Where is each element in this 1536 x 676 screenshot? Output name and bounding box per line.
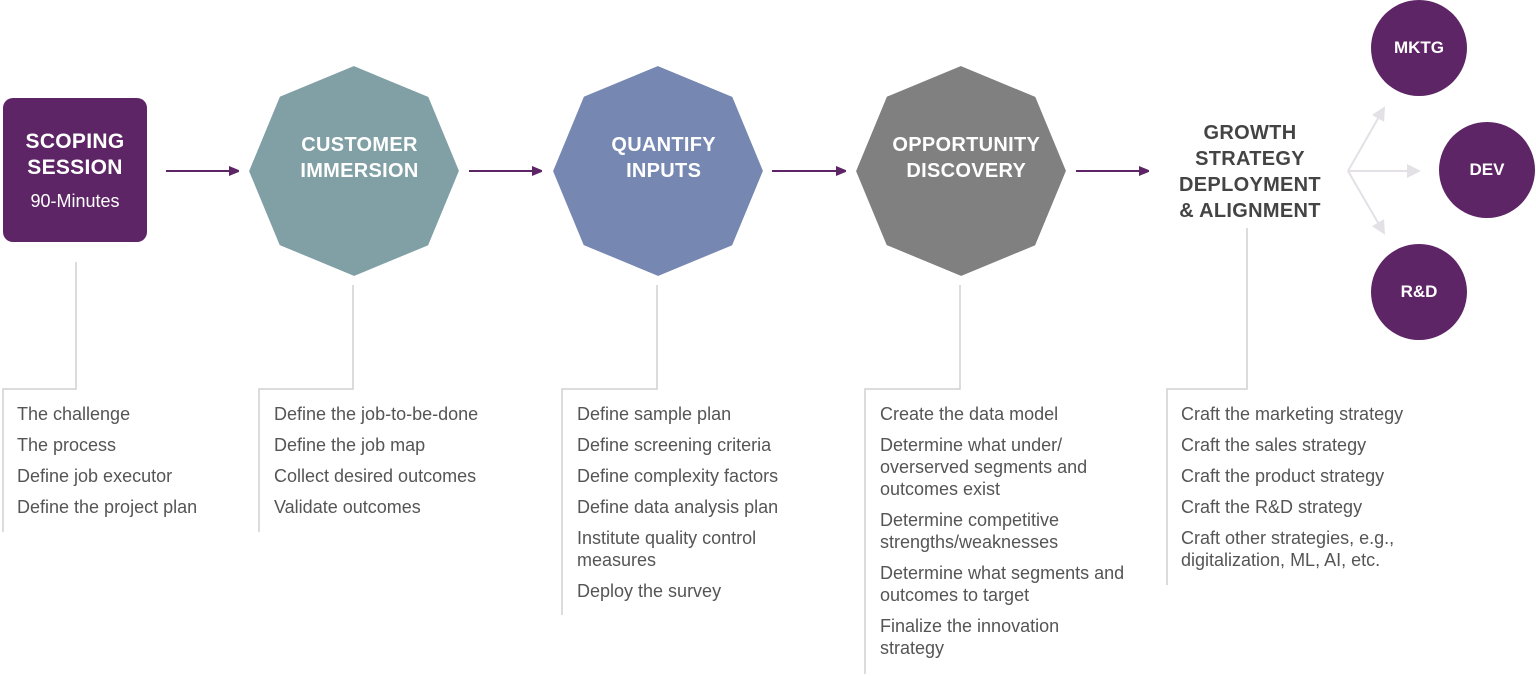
output-circle-mktg: MKTG	[1371, 0, 1467, 96]
fan-arrow-mktg	[1347, 106, 1385, 172]
task-item: Institute quality control measures	[577, 528, 757, 570]
task-item: Deploy the survey	[577, 581, 722, 601]
connector-customer	[258, 285, 354, 532]
task-item: Determine what under/ overserved segment…	[880, 435, 1088, 499]
connector-opportunity	[864, 285, 961, 674]
task-item: Determine what segments and outcomes to …	[880, 563, 1125, 605]
task-item: Craft the marketing strategy	[1181, 404, 1404, 424]
stage-title: CUSTOMER IMMERSION	[300, 134, 419, 183]
fan-arrow-rnd	[1347, 170, 1386, 235]
output-label: DEV	[1469, 160, 1505, 179]
stage-subtitle: 90-Minutes	[30, 190, 120, 211]
output-label: MKTG	[1393, 38, 1445, 57]
task-list-growth: Craft the marketing strategy Craft the s…	[1181, 403, 1441, 580]
task-item: Craft the R&D strategy	[1181, 497, 1363, 517]
task-item: Define complexity factors	[577, 466, 779, 486]
output-circle-dev: DEV	[1439, 122, 1535, 218]
task-item: Collect desired outcomes	[274, 466, 477, 486]
output-label: R&D	[1400, 282, 1438, 301]
connector-quantify	[561, 285, 658, 615]
stage-title-line: SESSION	[27, 155, 123, 179]
stage-title-line: SCOPING	[25, 129, 125, 153]
task-item: The process	[17, 435, 117, 455]
connector-growth	[1166, 228, 1248, 585]
task-item: Create the data model	[880, 404, 1059, 424]
task-item: Define data analysis plan	[577, 497, 779, 517]
task-item: Define job executor	[17, 466, 173, 486]
task-item: Define screening criteria	[577, 435, 772, 455]
task-item: The challenge	[17, 404, 131, 424]
task-item: Craft the product strategy	[1181, 466, 1385, 486]
task-list-opportunity: Create the data model Determine what und…	[880, 403, 1125, 668]
task-item: Define the job map	[274, 435, 426, 455]
task-item: Determine competitive strengths/weakness…	[880, 510, 1060, 552]
task-item: Define sample plan	[577, 404, 732, 424]
stage-scoping-session: SCOPING SESSION 90-Minutes	[3, 98, 147, 242]
task-item: Validate outcomes	[274, 497, 421, 517]
task-list-scoping: The challenge The process Define job exe…	[17, 403, 252, 527]
task-item: Craft other strategies, e.g., digitaliza…	[1181, 528, 1395, 570]
task-item: Define the project plan	[17, 497, 198, 517]
task-list-customer: Define the job-to-be-done Define the job…	[274, 403, 554, 527]
stage-growth-strategy-title: GROWTH STRATEGY DEPLOYMENT & ALIGNMENT	[1179, 122, 1321, 222]
task-item: Craft the sales strategy	[1181, 435, 1367, 455]
connector-scoping	[2, 262, 77, 532]
task-item: Define the job-to-be-done	[274, 404, 479, 424]
stage-title: OPPORTUNITY DISCOVERY	[892, 134, 1041, 183]
output-circle-rnd: R&D	[1371, 244, 1467, 340]
stage-title: QUANTIFY INPUTS	[611, 134, 716, 183]
task-item: Finalize the innovation strategy	[880, 616, 1060, 658]
task-list-quantify: Define sample plan Define screening crit…	[577, 403, 817, 611]
